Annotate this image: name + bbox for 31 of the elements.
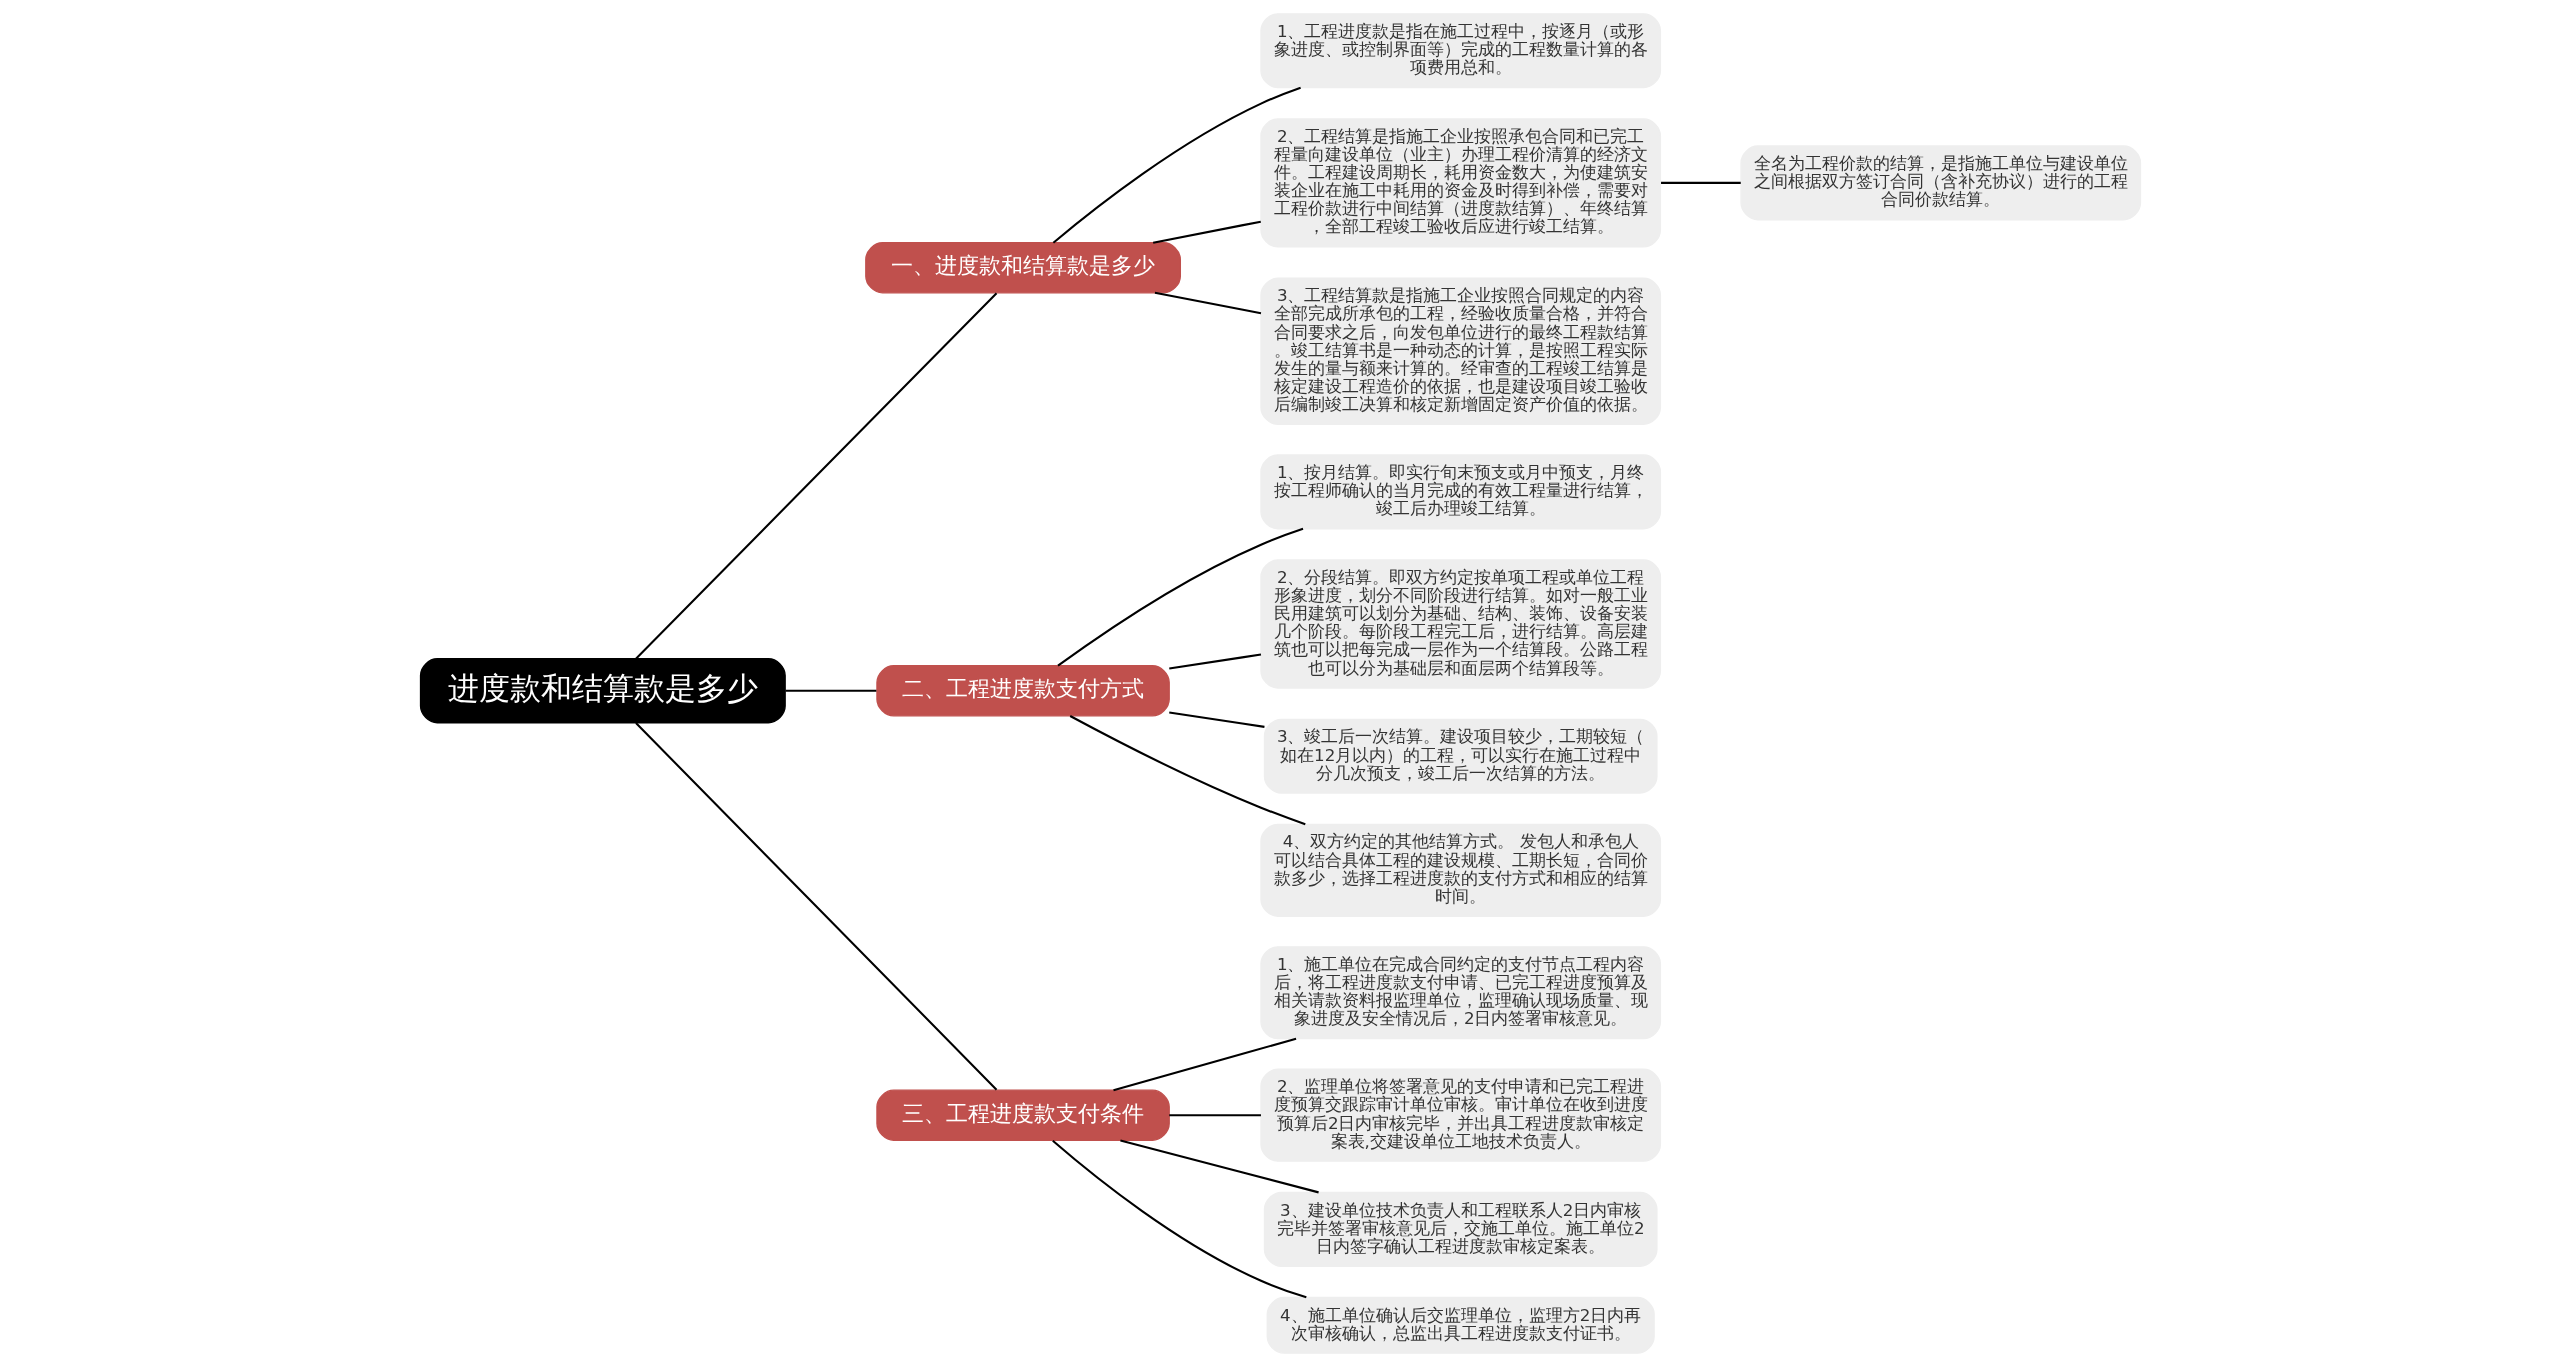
connector bbox=[634, 292, 997, 660]
node-box: 1、工程进度款是指在施工过程中，按逐月（或形象进度、或控制界面等）完成的工程数量计算的各项费用总和。 bbox=[1259, 13, 1661, 89]
node-box: 2、监理单位将签署意见的支付申请和已完工程进度预算交跟踪审计单位审核。审计单位在收到进度预算后2日内审核完毕，并出具工程进度款审核定案表,交建设单位工地技术负责人。 bbox=[1259, 1068, 1661, 1162]
node-box: 二、工程进度款支付方式 bbox=[875, 665, 1170, 717]
node-box: 3、工程结算款是指施工企业按照合同规定的内容全部完成所承包的工程，经验收质量合格，并符合合同要求之后，向发包单位进行的最终工程款结算。竣工结算书是一种动态的计算，是按照工程实际发生的量与额来计算的。经审查的工程竣工结算是核定建设工程造价的依据，也是建设项目竣工验收后编制竣工决算和核定新增固定资产价值的依据。 bbox=[1259, 277, 1661, 426]
connector bbox=[1069, 715, 1306, 826]
connector bbox=[634, 722, 997, 1091]
node-box: 4、双方约定的其他结算方式。 发包人和承包人可以结合具体工程的建设规模、工期长短，合同价款多少，选择工程进度款的支付方式和相应的结算时间。 bbox=[1259, 823, 1661, 917]
connector bbox=[1168, 711, 1265, 728]
node-box: 1、按月结算。即实行旬末预支或月中预支，月终按工程师确认的当月完成的有效工程量进行结算，竣工后办理竣工结算。 bbox=[1259, 454, 1661, 530]
node-box: 三、工程进度款支付条件 bbox=[875, 1089, 1170, 1141]
connector bbox=[1112, 1037, 1296, 1092]
connector bbox=[1168, 653, 1261, 670]
node-box: 2、分段结算。即双方约定按单项工程或单位工程形象进度，划分不同阶段进行结算。如对一般工业民用建筑可以划分为基础、结构、装饰、设备安装几个阶段。每阶段工程完工后，进行结算。高层建筑也可以把每完成一层作为一个结算段。公路工程也可以分为基础层和面层两个结算段等。 bbox=[1259, 559, 1661, 689]
connector bbox=[1052, 86, 1301, 244]
connector bbox=[1051, 1139, 1307, 1299]
connector bbox=[1660, 181, 1741, 184]
connector bbox=[1154, 291, 1261, 315]
node-box: 2、工程结算是指施工企业按照承包合同和已完工程量向建设单位（业主）办理工程价清算的经济文件。工程建设周期长，耗用资金数大，为使建筑安装企业在施工中耗用的资金及时得到补偿，需要对工程价款进行中间结算（进度款结算）、年终结算，全部工程竣工验收后应进行竣工结算。 bbox=[1259, 118, 1661, 248]
connector bbox=[1056, 527, 1303, 667]
node-box: 一、进度款和结算款是多少 bbox=[864, 242, 1181, 294]
node-box: 进度款和结算款是多少 bbox=[419, 658, 786, 724]
connector bbox=[785, 689, 876, 692]
node-box: 全名为工程价款的结算，是指施工单位与建设单位之间根据双方签订合同（含补充协议）进行的工程合同价款结算。 bbox=[1739, 145, 2141, 221]
connector bbox=[1152, 220, 1261, 244]
node-box: 3、竣工后一次结算。建设项目较少，工期较短（如在12月以内）的工程，可以实行在施工过程中分几次预支，竣工后一次结算的方法。 bbox=[1263, 718, 1658, 794]
connector bbox=[1168, 1114, 1261, 1117]
node-box: 1、施工单位在完成合同约定的支付节点工程内容后，将工程进度款支付申请、已完工程进度预算及相关请款资料报监理单位，监理确认现场质量、现象进度及安全情况后，2日内签署审核意见。 bbox=[1259, 946, 1661, 1040]
connector bbox=[1119, 1139, 1319, 1194]
node-box: 3、建设单位技术负责人和工程联系人2日内审核完毕并签署审核意见后，交施工单位。施工单位2日内签字确认工程进度款审核定案表。 bbox=[1263, 1191, 1658, 1267]
node-box: 4、施工单位确认后交监理单位，监理方2日内再次审核确认，总监出具工程进度款支付证书。 bbox=[1266, 1296, 1655, 1354]
